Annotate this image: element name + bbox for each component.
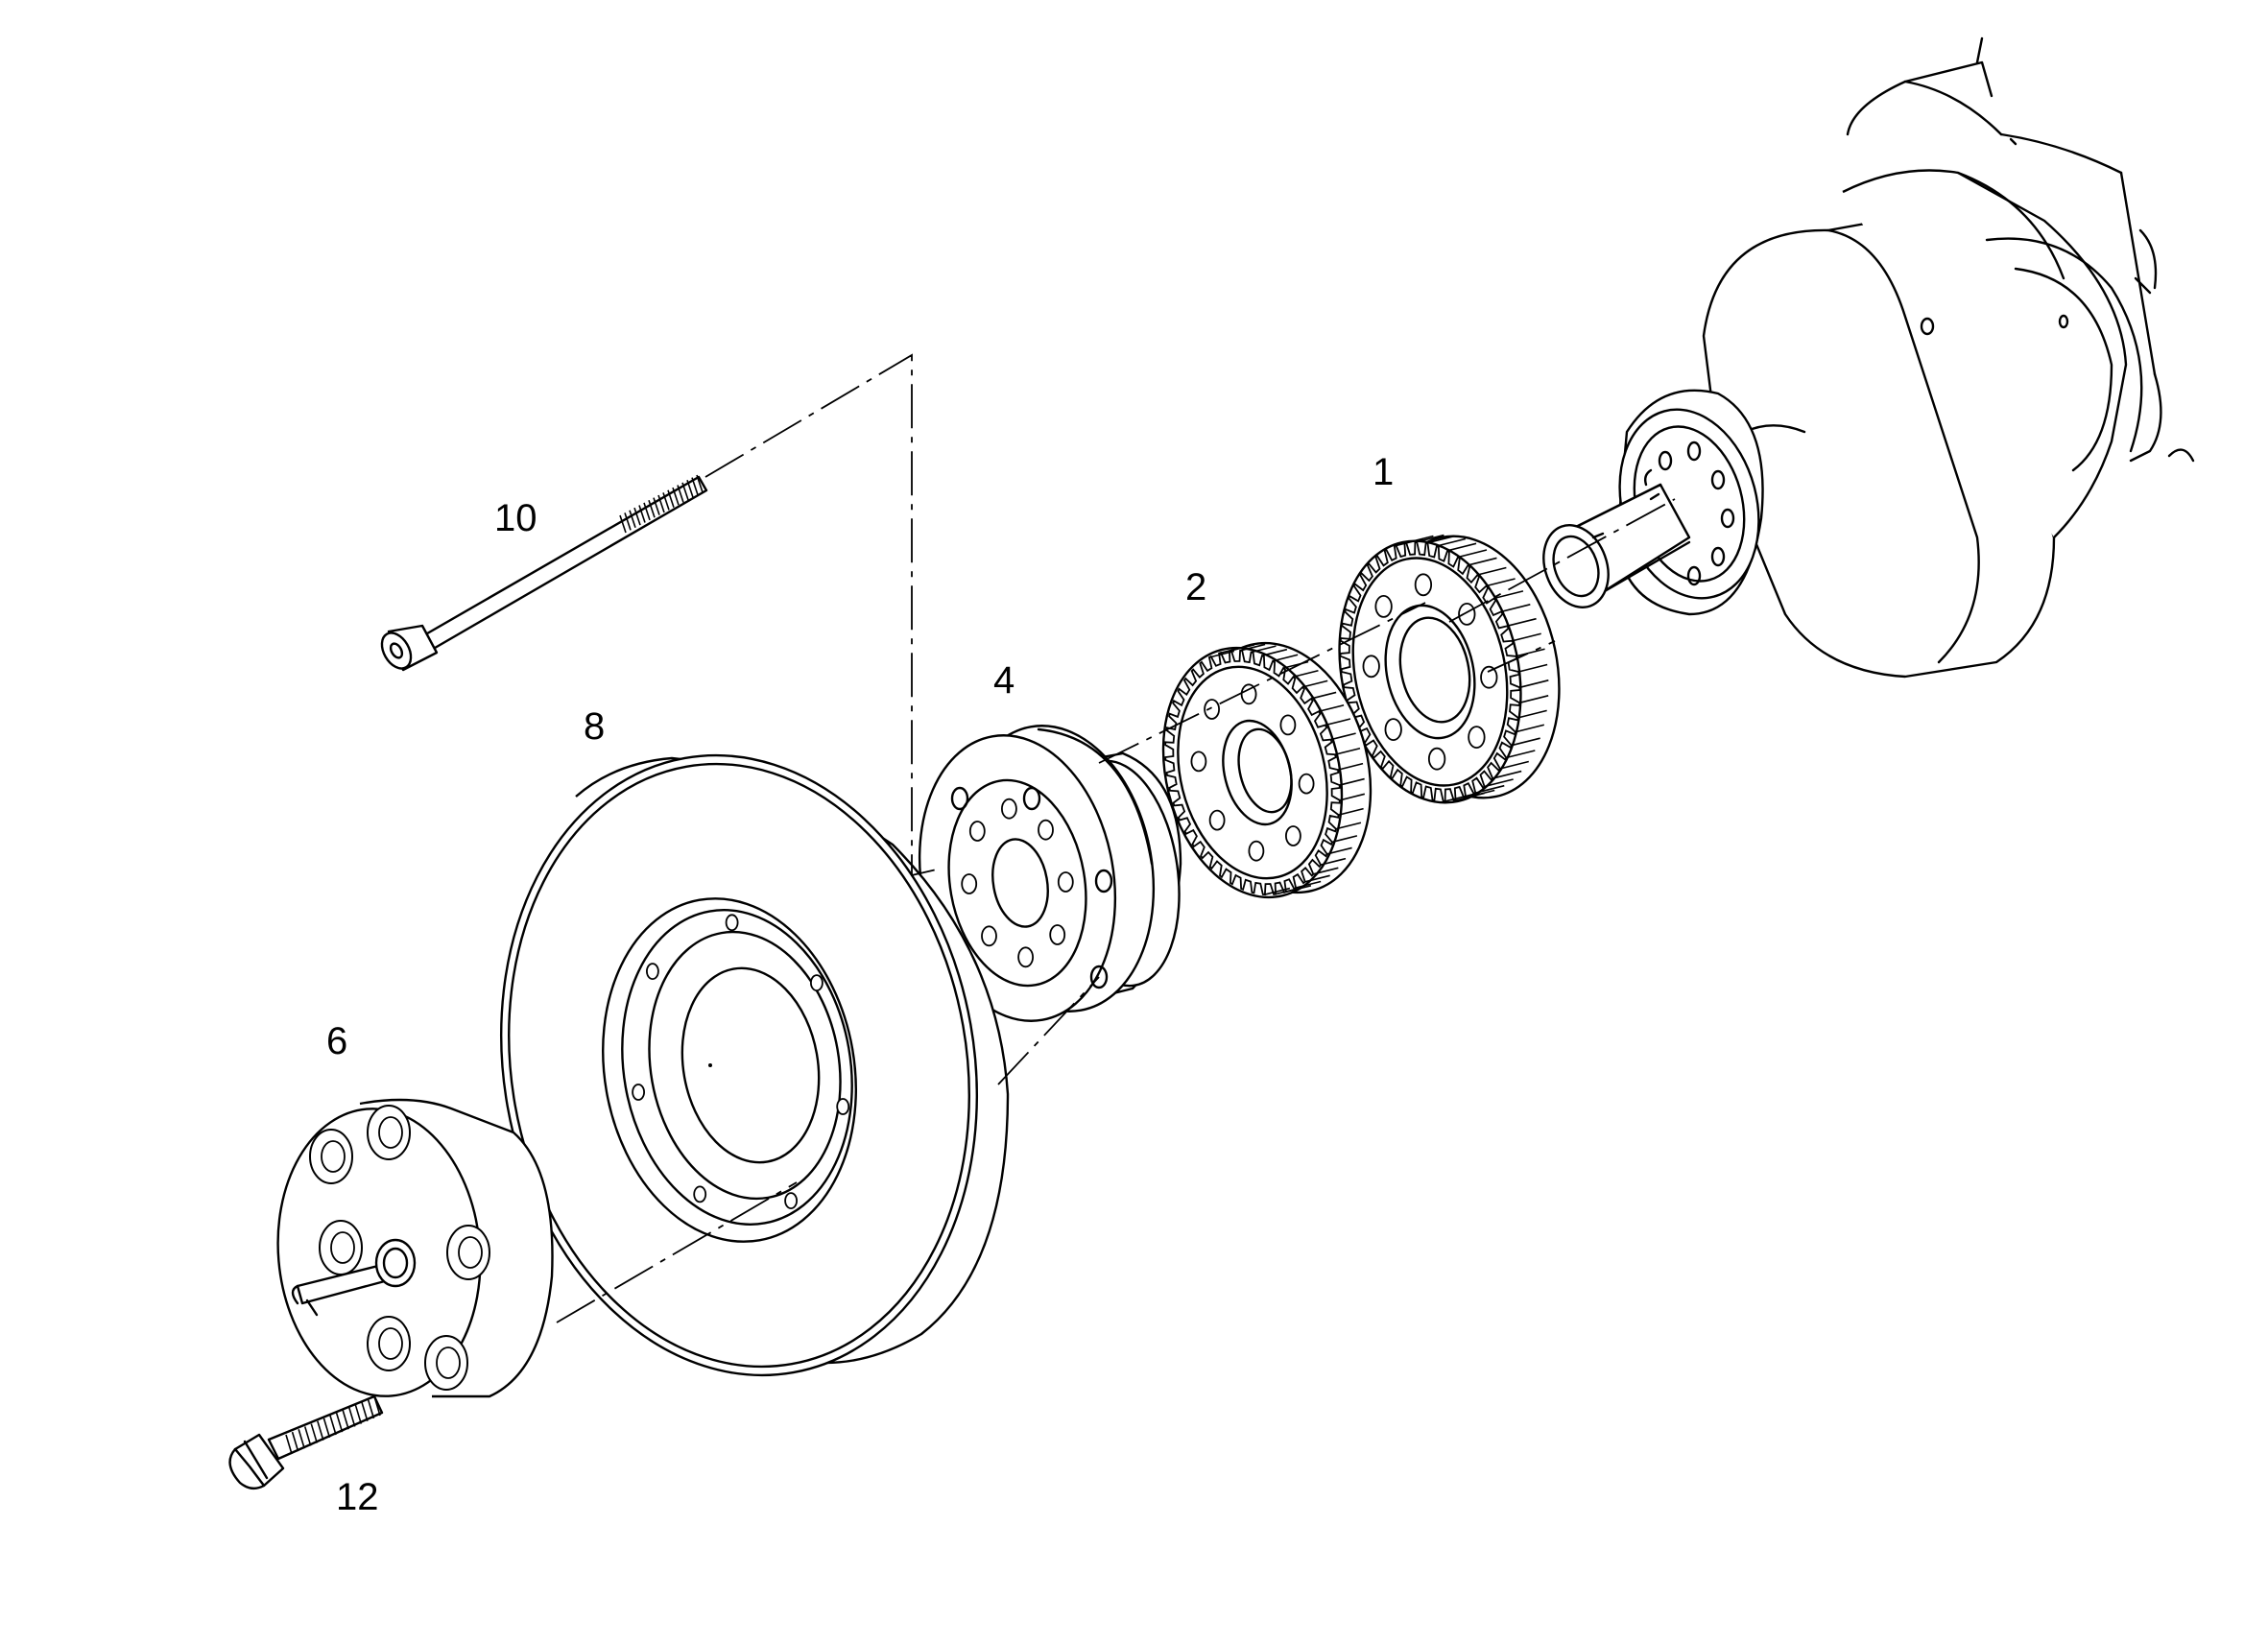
callouts: 1 2 4 6 8 10 12 <box>326 451 1394 1518</box>
callout-10: 10 <box>494 497 537 539</box>
part-2-intermediate-gear <box>1161 641 1373 899</box>
callout-1: 1 <box>1373 451 1394 493</box>
assembly-axis-lines <box>556 353 1676 1323</box>
callout-2: 2 <box>1185 566 1206 608</box>
callout-4: 4 <box>993 659 1015 702</box>
crankshaft <box>1542 36 2195 679</box>
part-10-long-bolt <box>380 474 708 672</box>
part-8-vibration-damper <box>500 753 1010 1377</box>
callout-8: 8 <box>584 705 605 748</box>
callout-6: 6 <box>326 1020 347 1062</box>
callout-12: 12 <box>336 1476 379 1518</box>
part-6-front-hub <box>276 1098 554 1398</box>
part-12-short-bolt <box>228 1394 384 1490</box>
